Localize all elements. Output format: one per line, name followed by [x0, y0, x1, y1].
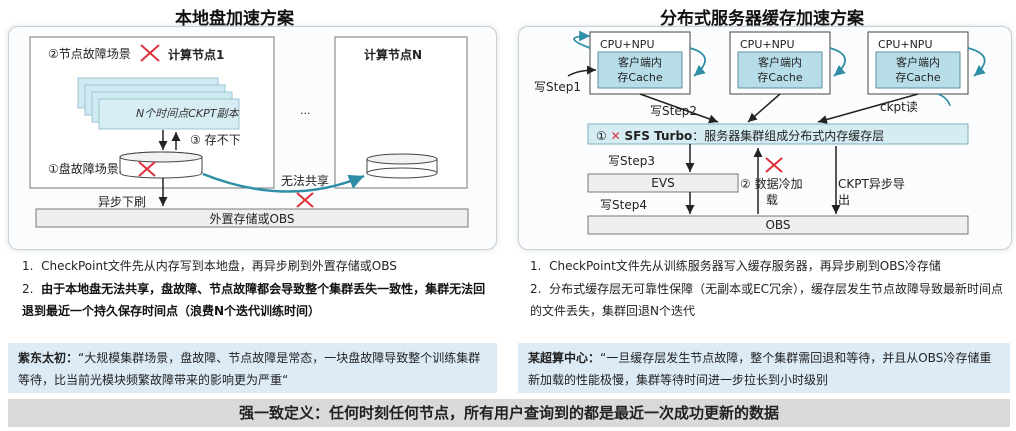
left-notes: 1. CheckPoint文件先从内存写到本地盘，再异步刷到外置存储或OBS 2…	[22, 254, 492, 322]
right-quote-text: “一旦缓存层发生节点故障，整个集群需回退和等待，并且从OBS冷存储重新加载的性能…	[528, 351, 992, 387]
ckpt-read-label: ckpt读	[880, 100, 918, 114]
evs-label: EVS	[651, 176, 675, 190]
right-notes: 1. CheckPoint文件先从训练服务器写入缓存服务器，再异步刷到OBS冷存…	[530, 254, 1008, 322]
right-title: 分布式服务器缓存加速方案	[660, 9, 864, 29]
evs-bar	[587, 173, 739, 193]
right-note-1: 1. CheckPoint文件先从训练服务器写入缓存服务器，再异步刷到OBS冷存…	[530, 259, 941, 273]
disk-fault-cross-icon	[138, 161, 156, 177]
write-step1-label: 写Step1	[534, 80, 581, 94]
left-note-1: 1. CheckPoint文件先从内存写到本地盘，再异步刷到外置存储或OBS	[22, 259, 397, 273]
write-step2-label: 写Step2	[650, 104, 697, 118]
cannot-share-label: 无法共享	[281, 174, 330, 188]
sfs-turbo-label: ① ✕ SFS Turbo：服务器集群组成分布式内存缓存层	[596, 129, 885, 143]
left-quote-speaker: 紫东太初：	[18, 351, 79, 365]
cpu-label-2: CPU+NPU	[740, 38, 795, 51]
sfs-turbo-bar	[587, 123, 969, 145]
external-storage-label: 外置存储或OBS	[209, 212, 295, 226]
cold-load-cross-icon	[765, 157, 783, 173]
right-quote: 某超算中心：“一旦缓存层发生节点故障，整个集群需回退和等待，并且从OBS冷存储重…	[518, 343, 1010, 393]
write-step3-label: 写Step3	[608, 154, 655, 168]
right-quote-speaker: 某超算中心：	[528, 351, 601, 365]
cache-label-3: 客户端内存Cache	[895, 56, 941, 84]
ckpt-copies-label: N个时间点CKPT副本	[136, 107, 239, 120]
ckpt-copies-stack	[77, 77, 240, 130]
right-diagram-svg	[567, 30, 986, 235]
ellipsis: ...	[300, 104, 311, 117]
left-quote-text: “大规模集群场景，盘故障、节点故障是常态，一块盘故障导致整个训练集群等待，比当前…	[18, 351, 481, 387]
ckpt-async-label: CKPT异步导出	[838, 177, 905, 207]
share-cross-icon	[296, 192, 314, 208]
obs-label: OBS	[765, 218, 791, 232]
local-disk-n	[366, 153, 438, 179]
left-diagram-svg	[29, 36, 469, 228]
node-fault-label: ②节点故障场景	[48, 47, 131, 61]
write-step4-label: 写Step4	[600, 198, 647, 212]
left-note-2: 2. 由于本地盘无法共享，盘故障、节点故障都会导致整个集群丢失一致性，集群无法回…	[22, 282, 486, 318]
cache-label-2: 客户端内存Cache	[757, 56, 803, 84]
async-flush-label: 异步下刷	[98, 195, 147, 209]
cpu-label-3: CPU+NPU	[878, 38, 933, 51]
cpu-label-1: CPU+NPU	[600, 38, 655, 51]
right-note-2: 2. 分布式缓存层无可靠性保障（无副本或EC冗余），缓存层发生节点故障导致最新时…	[530, 282, 1004, 318]
sfs-cross-icon: ✕	[610, 129, 621, 143]
left-title: 本地盘加速方案	[175, 9, 294, 29]
cannot-store-label: ③ 存不下	[190, 133, 241, 147]
cold-load-label: ② 数据冷加载	[740, 177, 803, 207]
cache-label-1: 客户端内存Cache	[617, 56, 663, 84]
disk-fault-label: ①盘故障场景	[48, 162, 119, 176]
obs-bar	[587, 215, 969, 235]
external-storage-bar	[35, 208, 469, 228]
node-fault-cross-icon	[140, 44, 160, 62]
compute-node-n-label: 计算节点N	[364, 48, 423, 62]
local-disk-1	[119, 151, 203, 179]
compute-node-1-label: 计算节点1	[168, 48, 225, 62]
left-quote: 紫东太初：“大规模集群场景，盘故障、节点故障是常态，一块盘故障导致整个训练集群等…	[8, 343, 497, 393]
consistency-definition-bar: 强一致定义：任何时刻任何节点，所有用户查询到的都是最近一次成功更新的数据	[8, 399, 1010, 427]
share-curve-arrow	[202, 172, 365, 193]
